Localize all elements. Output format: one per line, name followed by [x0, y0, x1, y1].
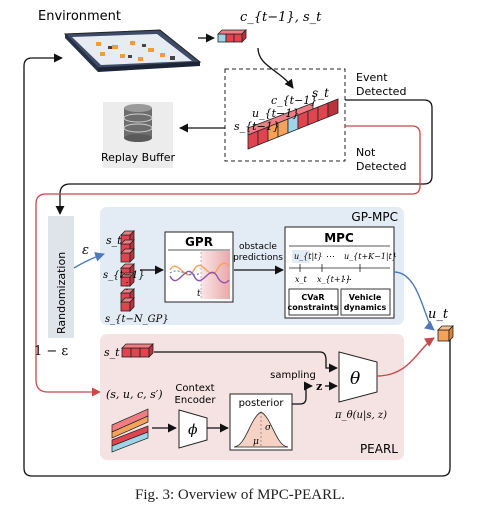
- not-label: Not: [356, 146, 376, 159]
- mu-label: μ: [253, 437, 259, 447]
- trigger-u-prev: u_{t−1}: [252, 107, 299, 120]
- environment-label: Environment: [38, 9, 121, 24]
- trigger-c-prev: c_{t−1}: [271, 94, 317, 107]
- obs-vector: [217, 29, 247, 43]
- vehicle-line2: dynamics: [344, 303, 387, 312]
- randomization-label: Randomization: [55, 252, 68, 334]
- context-label-1: Context: [175, 383, 214, 394]
- obstacle-label: obstacle: [239, 242, 277, 252]
- epsilon-label: ε: [82, 243, 89, 258]
- predictions-label: predictions: [233, 253, 283, 263]
- gp-mpc-panel: GP-MPC ⋮ s_t s_{t−1} s_{t−N_GP} GPR t ob…: [73, 207, 404, 325]
- mpc-dots-top: ⋯: [326, 252, 335, 262]
- pearl-title: PEARL: [360, 442, 398, 456]
- state-history-stack: ⋮: [120, 230, 135, 312]
- context-sequences: [111, 408, 149, 453]
- mpc-x-t: x_t: [295, 275, 308, 284]
- gpr-t-axis: t: [197, 289, 201, 299]
- replay-buffer-label: Replay Buffer: [101, 151, 176, 164]
- vehicle-line1: Vehicle: [349, 293, 382, 302]
- event-detected-label: Detected: [356, 85, 406, 98]
- sigma-label: σ: [265, 423, 272, 433]
- svg-text:⋮: ⋮: [122, 281, 132, 292]
- mpc-box: MPC u_{t|t} ⋯ u_{t+K−1|t} x_t x_{t+1} ⋯ …: [284, 226, 397, 319]
- z-label: z: [316, 380, 322, 393]
- epsilon-arrow: [73, 252, 105, 269]
- obs-label: c_{t−1}, s_t: [240, 10, 322, 25]
- environment-block: Environment c_{t−1},: [38, 9, 322, 72]
- phi-label: ϕ: [188, 422, 198, 438]
- policy-network: [338, 351, 378, 403]
- transition-vector: [247, 98, 339, 150]
- gp-mpc-title: GP-MPC: [351, 210, 398, 224]
- replay-buffer: Replay Buffer: [101, 102, 225, 168]
- posterior-label: posterior: [239, 398, 285, 409]
- theta-label: θ: [350, 369, 360, 389]
- pearl-panel: PEARL s_t (s, u, c, s′) Context Encoder …: [100, 334, 404, 460]
- pearl-s-t: s_t: [104, 346, 120, 359]
- gp-s-prev: s_{t−1}: [103, 270, 145, 281]
- pearl-output-arrow: [376, 337, 435, 377]
- pearl-tuple: (s, u, c, s′): [106, 388, 163, 401]
- environment-map-image: [63, 29, 202, 72]
- mpc-u-t-t: u_{t|t}: [294, 252, 322, 261]
- policy-label: π_θ(u|s, z): [334, 410, 387, 421]
- figure-caption: Fig. 3: Overview of MPC-PEARL.: [135, 487, 345, 503]
- trigger-s-t: s_t: [312, 86, 329, 100]
- not-detected-label: Detected: [356, 160, 406, 173]
- output-action: u_t: [428, 307, 454, 342]
- gpr-box: GPR t: [164, 231, 234, 303]
- sampling-label: sampling: [270, 370, 316, 381]
- mpc-u-tk: u_{t+K−1|t}: [344, 252, 397, 261]
- mpc-output-arrow: [393, 271, 435, 331]
- gpr-title: GPR: [185, 235, 213, 249]
- event-detected-flow: [55, 99, 433, 215]
- gp-s-ngp: s_{t−N_GP}: [105, 314, 169, 325]
- mpc-x-t1: x_{t+1}: [317, 275, 351, 284]
- mpc-title: MPC: [324, 231, 354, 245]
- randomization-block: Randomization ε 1 − ε: [34, 216, 89, 359]
- feedback-loop: [23, 53, 451, 477]
- context-encoder: [178, 409, 208, 449]
- output-u-t: u_t: [428, 307, 449, 322]
- database-icon: [123, 104, 153, 142]
- cvar-line1: CVaR: [301, 293, 324, 302]
- trigger-s-prev: s_{t−1}: [234, 120, 280, 133]
- posterior-box: posterior σ μ: [229, 393, 293, 451]
- cvar-line2: constraints: [288, 303, 339, 312]
- gp-s-t: s_t: [106, 234, 122, 247]
- obs-to-trigger-arrow: [257, 47, 294, 89]
- one-minus-epsilon-label: 1 − ε: [34, 344, 68, 359]
- event-label: Event: [356, 71, 388, 84]
- context-label-2: Encoder: [175, 395, 217, 406]
- not-detected-flow: [35, 125, 421, 397]
- pearl-state-vector: [121, 343, 154, 358]
- mpc-dots-bottom: ⋯: [343, 275, 352, 285]
- event-trigger-box: s_t c_{t−1} u_{t−1} s_{t−1} Event Detect…: [224, 47, 406, 173]
